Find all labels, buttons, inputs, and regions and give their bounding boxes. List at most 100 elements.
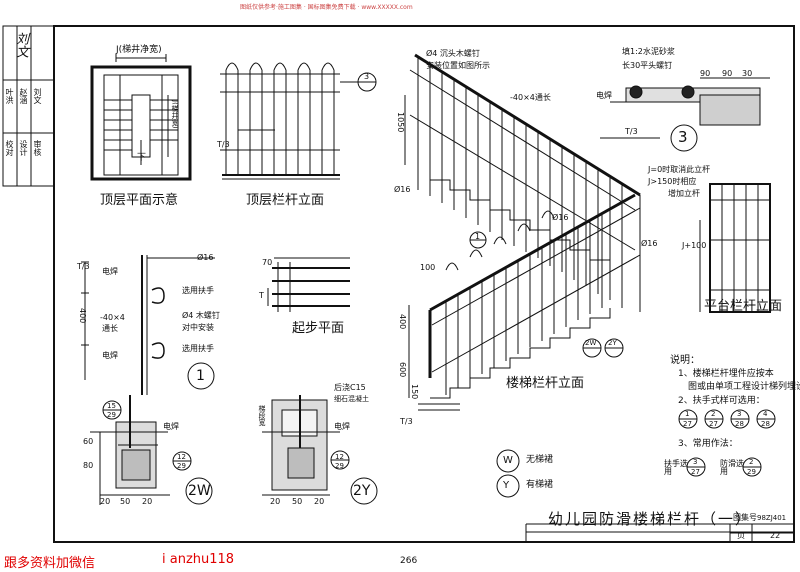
platform-railing-elevation [639,183,771,313]
notes-common-label: 防滑选用 [720,459,744,476]
top-watermark: 图纸仅供参考·施工图集 · 国标图集免费下载 · www.XXXXX.com [240,4,413,11]
notes-item: 1、楼梯栏杆埋件应按本 [678,369,774,379]
ref-top: 1 [685,410,690,418]
detail3-label: 30 [742,69,753,78]
ref-top: 4 [763,410,768,418]
detail3-mark: 3 [678,128,688,146]
ref-top: 2 [711,410,716,418]
sidebar-row-label: 设计 [19,140,28,156]
notes-item: 图或由单项工程设计梯列埋设。 [688,382,800,392]
legend-text: 无梯裙 [526,455,554,465]
detail1-right-label: 对中安装 [182,323,214,332]
detail2y-label: 后浇C15 [334,383,366,392]
top-plan-down: 下 [137,153,147,163]
stair-mark: 2Y [608,339,617,347]
sidebar-row-label: 审核 [33,140,42,156]
detail1-dim-400: 400 [78,308,87,324]
atlas-label: 图集号 [733,513,757,522]
ref-bottom: 27 [691,468,700,476]
watermark-id: i anzhu118 [162,552,235,567]
platform-caption: 平台栏杆立面 [704,299,783,314]
ref-top: 3 [737,410,742,418]
legend-y-circle [496,474,520,498]
detail2w-dim: 20 [100,497,111,506]
detail2y-dim: 20 [314,497,325,506]
stair-railing-elevation [404,53,641,411]
detail2w-mark: 2W [188,483,211,499]
sidebar-name: 刘文 [33,88,42,104]
detail1-label: 电焊 [102,267,118,276]
legend-w-circle [496,449,520,473]
detail2w-dim: 50 [120,497,131,506]
detail-3-section [600,77,770,152]
ref-bottom: 29 [335,462,344,470]
detail1-dim-t3: T/3 [77,262,90,271]
top-plan-dim-label: J(梯井净宽) [116,45,162,55]
notes-item: 3、常用作法： [678,439,738,449]
sheet-frame [53,25,795,543]
page-number: 22 [770,531,781,540]
detail-1-section [81,255,215,395]
top-elev-caption: 顶层栏杆立面 [246,193,325,208]
detail2y-label: 电焊 [334,422,350,431]
top-plan-view [90,54,192,181]
stair-dim: T/3 [400,417,413,426]
ref-top: 2 [749,458,754,466]
platform-label: J+100 [682,241,707,250]
watermark-contact: 跟多资料加微信 [4,556,96,571]
ref-top: 15 [107,402,116,410]
stair-dim: 1050 [396,112,405,133]
detail1-right-label: Ø4 木螺钉 [182,311,220,320]
stair-dim: 150 [410,384,419,400]
detail3-label: 填1:2水泥砂浆 [622,47,675,56]
sidebar-name: 赵涵 [19,88,28,104]
notes-common-label: 扶手选用 [664,459,688,476]
detail2y-label: 细石混凝土 [334,395,369,403]
legend-mark: Y [503,480,510,491]
stair-dim: 100 [420,263,436,272]
sidebar-row-label: 校对 [5,140,14,156]
top-railing-elevation [220,62,377,180]
stair-dim: 600 [398,362,407,378]
detail2w-dim: 20 [142,497,153,506]
ref-bottom: 29 [177,462,186,470]
detail3-label: 长30平头螺钉 [622,61,673,70]
start-plan-dim: T [259,291,264,300]
detail2w-dim: 80 [83,461,94,470]
ref-bottom: 27 [709,420,718,428]
stair-label: -40×4通长 [510,93,551,102]
legend-text: 有梯裙 [526,480,554,490]
page-label: 页 [737,531,745,540]
detail3-label: 90 [722,69,733,78]
detail3-label: 90 [700,69,711,78]
notes-ref-circles [102,400,776,477]
detail1-right-label: 选用扶手 [182,286,214,295]
detail1-right-label: Ø16 [197,253,214,262]
atlas-number: 98ZJ401 [757,514,787,522]
detail1-right-label: 选用扶手 [182,344,214,353]
drawing-title: 幼儿园防滑楼梯栏杆（一） [548,510,753,528]
sidebar-frame [2,25,55,187]
stair-label: Ø4 沉头木螺钉 [426,49,480,58]
detail2y-label: 梯段宽 [258,405,266,426]
detail1-label: 电焊 [102,351,118,360]
legend-mark: W [503,455,513,466]
platform-label: J=0时取消此立杆 [648,165,711,174]
top-elev-t3: T/3 [217,140,230,149]
detail3-label: 电焊 [596,91,612,100]
start-plan-view [267,257,350,312]
sidebar-name: 叶洪 [5,88,14,104]
stair-mark: 2W [585,339,597,347]
top-elev-mark: 3 [364,72,370,81]
ref-bottom: 28 [761,420,770,428]
top-plan-caption: 顶层平面示意 [100,193,179,208]
top-plan-side-dim: J(梯井宽) [171,100,179,129]
start-plan-dim: 70 [262,258,273,267]
stair-label: Ø16 [394,185,411,194]
ref-bottom: 29 [107,411,116,419]
platform-label: 增加立杆 [668,189,700,198]
detail2w-label: 电焊 [163,422,179,431]
start-plan-caption: 起步平面 [292,321,345,336]
